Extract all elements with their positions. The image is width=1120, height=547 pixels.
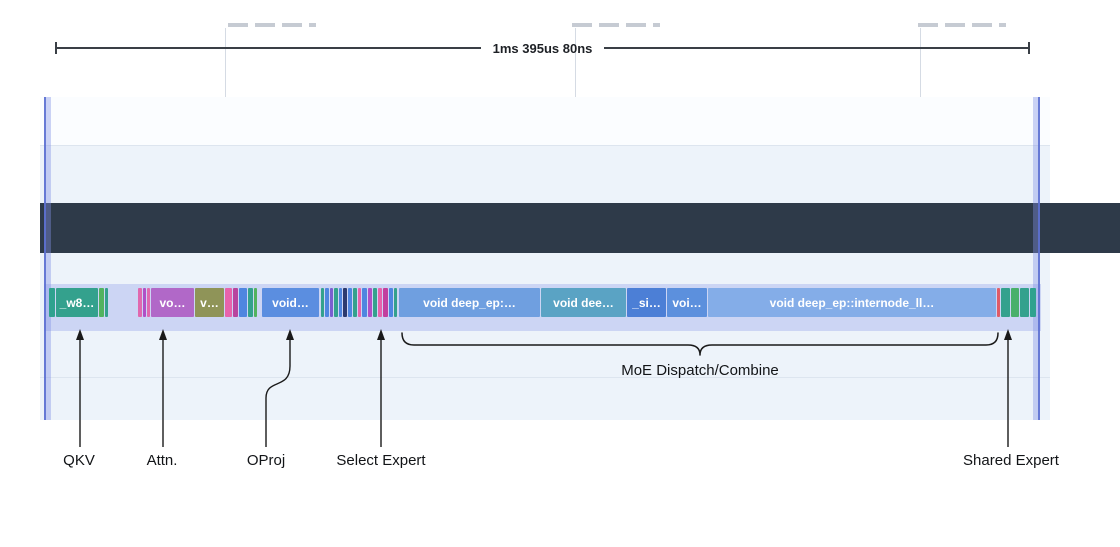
kernel-slice[interactable] (325, 288, 329, 317)
kernel-slice[interactable] (254, 288, 257, 317)
kernel-slice[interactable]: void deep_ep::internode_ll… (708, 288, 996, 317)
kernel-slice[interactable] (378, 288, 382, 317)
kernel-slice[interactable]: v… (195, 288, 224, 317)
select-expert-label: Select Expert (336, 452, 426, 469)
kernel-slice[interactable]: void… (262, 288, 319, 317)
faded-tick-label (572, 23, 660, 27)
ruler-right-line (604, 47, 1029, 49)
kernel-slice[interactable] (353, 288, 357, 317)
kernel-slice[interactable] (334, 288, 338, 317)
row-divider (40, 377, 1050, 378)
kernel-slice[interactable] (99, 288, 104, 317)
kernel-slice[interactable] (1030, 288, 1036, 317)
timeline-top-row (40, 97, 1050, 145)
kernel-slice[interactable] (1020, 288, 1029, 317)
faded-tick-label (918, 23, 1006, 27)
selection-marker-left[interactable] (44, 97, 51, 420)
kernel-slice[interactable] (339, 288, 342, 317)
kernel-slice[interactable] (225, 288, 232, 317)
collapsed-track-bar[interactable] (40, 203, 1120, 253)
kernel-slice[interactable]: void deep_ep:… (399, 288, 540, 317)
kernel-slice[interactable] (49, 288, 55, 317)
moe-dispatch-combine-label: MoE Dispatch/Combine (621, 362, 779, 379)
timeline-background (40, 97, 1050, 420)
ruler-right-tick (1028, 42, 1031, 54)
kernel-slice[interactable] (147, 288, 150, 317)
faded-tick-label (228, 23, 316, 27)
kernel-slice[interactable]: vo… (151, 288, 194, 317)
kernel-slice[interactable] (343, 288, 347, 317)
kernel-slice[interactable] (389, 288, 393, 317)
kernel-slice[interactable] (368, 288, 372, 317)
kernel-slice[interactable] (348, 288, 352, 317)
kernel-slice[interactable]: _si… (627, 288, 666, 317)
kernel-slice[interactable] (1011, 288, 1019, 317)
shared-expert-label: Shared Expert (963, 452, 1059, 469)
ruler-left-tick (55, 42, 57, 54)
kernel-slice[interactable] (143, 288, 146, 317)
kernel-slice[interactable] (321, 288, 324, 317)
kernel-slice[interactable] (394, 288, 397, 317)
kernel-slice[interactable] (362, 288, 367, 317)
kernel-slice[interactable]: void dee… (541, 288, 626, 317)
kernel-slice[interactable] (373, 288, 377, 317)
kernel-slice[interactable] (383, 288, 388, 317)
selection-marker-right[interactable] (1033, 97, 1040, 420)
kernel-slice[interactable] (1001, 288, 1010, 317)
kernel-slice[interactable] (358, 288, 361, 317)
kernel-slice[interactable] (248, 288, 253, 317)
kernel-slice[interactable] (239, 288, 247, 317)
kernel-slice[interactable]: voi… (667, 288, 707, 317)
row-divider (40, 145, 1050, 146)
kernel-slice[interactable] (138, 288, 142, 317)
qkv-label: QKV (63, 452, 95, 469)
kernel-slice[interactable] (105, 288, 108, 317)
oproj-label: OProj (246, 452, 286, 469)
kernel-slice[interactable] (330, 288, 333, 317)
attn-label: Attn. (146, 452, 178, 469)
kernel-slice[interactable]: _w8… (56, 288, 98, 317)
duration-ruler: 1ms 395us 80ns (55, 40, 1031, 56)
kernel-slice[interactable] (233, 288, 238, 317)
ruler-left-line (57, 47, 481, 49)
duration-label: 1ms 395us 80ns (492, 40, 593, 56)
kernel-slice[interactable] (997, 288, 1000, 317)
